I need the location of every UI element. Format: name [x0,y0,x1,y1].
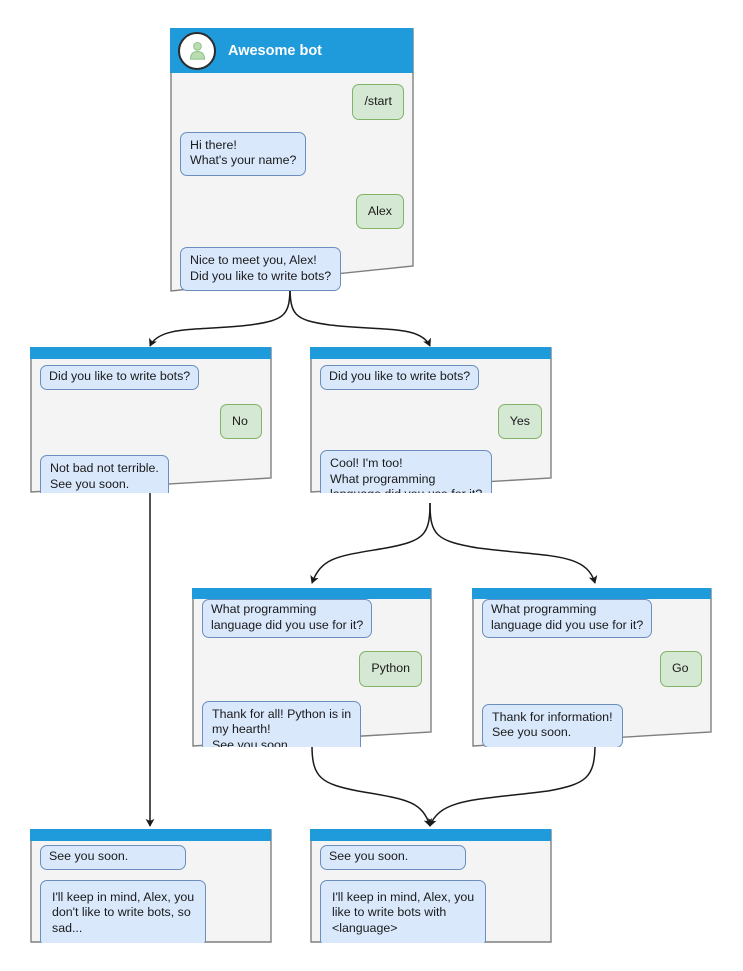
message-row: /start [180,84,404,120]
card-root-inner: Awesome bot /start Hi there! What's your… [170,28,414,292]
card-branch-python-inner: What programming language did you use fo… [192,588,432,747]
message-row: I'll keep in mind, Alex, you don't like … [40,879,262,943]
message-row: Alex [180,193,404,229]
card-branch-no-inner: Did you like to write bots? No Not bad n… [30,347,272,493]
card-end-sad[interactable]: See you soon. I'll keep in mind, Alex, y… [30,829,272,943]
card-branch-no-messages: Did you like to write bots? No Not bad n… [30,359,272,493]
message-row: Go [482,651,702,687]
bot-bubble[interactable]: I'll keep in mind, Alex, you don't like … [40,879,207,943]
user-bubble[interactable]: Python [359,651,422,687]
message-row: See you soon. [40,845,262,870]
message-row: I'll keep in mind, Alex, you like to wri… [320,879,542,943]
user-bubble[interactable]: No [220,403,262,439]
message-row: What programming language did you use fo… [202,599,422,638]
card-root-header: Awesome bot [170,28,413,73]
message-row: Hi there! What's your name? [180,131,404,176]
user-bubble[interactable]: Alex [355,193,404,229]
card-end-happy-inner: See you soon. I'll keep in mind, Alex, y… [310,829,552,943]
edge-go-to-end-happy [428,743,596,827]
message-row: Thank for all! Python is in my hearth! S… [202,700,422,747]
card-branch-yes[interactable]: Did you like to write bots? Yes Cool! I'… [310,347,552,493]
card-branch-go-messages: What programming language did you use fo… [472,599,712,747]
user-bubble[interactable]: Yes [497,403,542,439]
card-end-sad-messages: See you soon. I'll keep in mind, Alex, y… [30,841,272,943]
bot-bubble[interactable]: See you soon. [40,845,186,870]
user-bubble[interactable]: /start [352,84,404,120]
message-row: Did you like to write bots? [40,365,262,390]
bot-bubble[interactable]: What programming language did you use fo… [482,599,653,638]
message-row: No [40,403,262,439]
card-branch-go[interactable]: What programming language did you use fo… [472,588,712,747]
card-branch-yes-messages: Did you like to write bots? Yes Cool! I'… [310,359,552,493]
user-bubble[interactable]: Go [660,651,702,687]
message-row: Not bad not terrible. See you soon. [40,455,262,493]
person-avatar-icon [178,31,216,70]
bot-bubble[interactable]: Nice to meet you, Alex! Did you like to … [180,247,342,291]
card-end-sad-header [30,829,271,841]
card-root[interactable]: Awesome bot /start Hi there! What's your… [170,28,414,292]
card-branch-go-inner: What programming language did you use fo… [472,588,712,747]
bot-bubble[interactable]: Cool! I'm too! What programming language… [320,450,493,493]
message-row: Nice to meet you, Alex! Did you like to … [180,247,404,291]
bot-bubble[interactable]: Did you like to write bots? [40,365,200,390]
bot-bubble[interactable]: What programming language did you use fo… [202,599,373,638]
card-end-happy-header [310,829,551,841]
bot-bubble[interactable]: Not bad not terrible. See you soon. [40,455,169,493]
message-row: Yes [320,403,542,439]
card-branch-python-header [192,588,431,599]
bot-bubble[interactable]: Thank for all! Python is in my hearth! S… [202,700,362,747]
bot-bubble[interactable]: Did you like to write bots? [320,365,480,390]
message-row: Did you like to write bots? [320,365,542,390]
edge-root-to-yes [289,284,431,347]
card-end-happy[interactable]: See you soon. I'll keep in mind, Alex, y… [310,829,552,943]
card-branch-python[interactable]: What programming language did you use fo… [192,588,432,747]
edge-root-to-no [149,284,291,347]
edge-python-to-end-happy [311,745,433,827]
message-row: What programming language did you use fo… [482,599,702,638]
card-root-messages: /start Hi there! What's your name? Alex … [170,73,414,291]
bot-bubble[interactable]: I'll keep in mind, Alex, you like to wri… [320,879,487,943]
card-branch-python-messages: What programming language did you use fo… [192,599,432,747]
card-branch-yes-inner: Did you like to write bots? Yes Cool! I'… [310,347,552,493]
bot-bubble[interactable]: Hi there! What's your name? [180,131,307,176]
bot-bubble[interactable]: See you soon. [320,845,466,870]
message-row: Cool! I'm too! What programming language… [320,450,542,493]
card-end-happy-messages: See you soon. I'll keep in mind, Alex, y… [310,841,552,943]
card-branch-go-header [472,588,711,599]
edge-yes-to-python [310,502,431,584]
message-row: Python [202,651,422,687]
card-end-sad-inner: See you soon. I'll keep in mind, Alex, y… [30,829,272,943]
message-row: Thank for information! See you soon. [482,703,702,747]
edge-yes-to-go [429,502,598,584]
bot-bubble[interactable]: Thank for information! See you soon. [482,703,623,747]
card-root-title: Awesome bot [228,42,323,59]
card-branch-yes-header [310,347,551,359]
card-branch-no[interactable]: Did you like to write bots? No Not bad n… [30,347,272,493]
card-branch-no-header [30,347,271,359]
message-row: See you soon. [320,845,542,870]
